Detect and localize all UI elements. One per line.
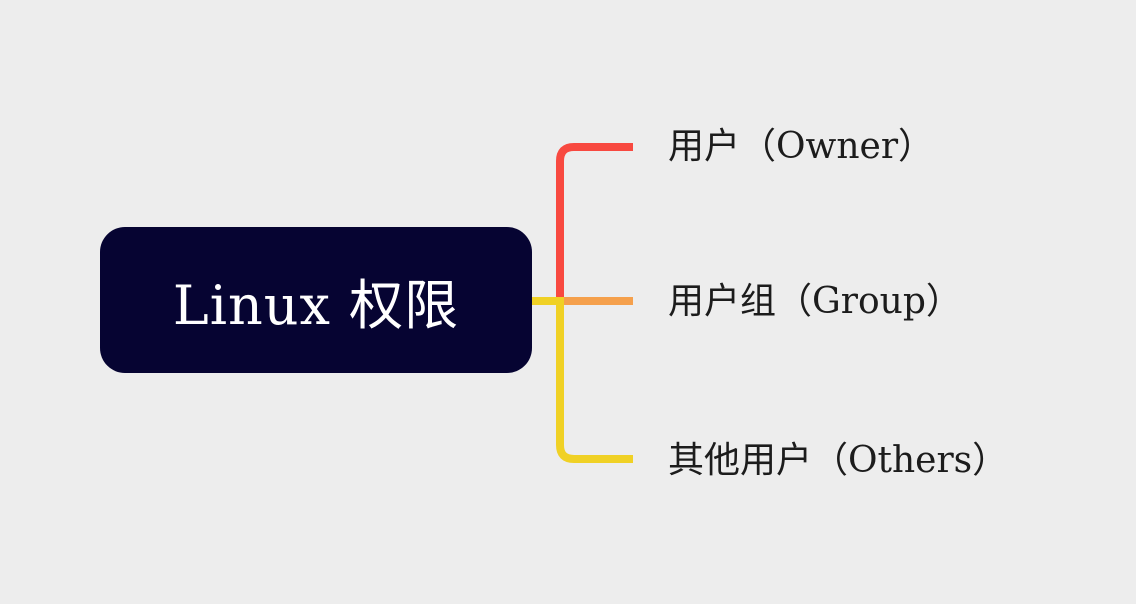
branch-label-group[interactable]: 用户组（Group） [668,281,962,322]
branch-line-others [532,297,633,463]
root-topic-node[interactable]: Linux 权限 [100,227,532,373]
branch-line-owner [556,143,633,303]
root-topic-label: Linux 权限 [172,273,460,337]
branch-label-owner[interactable]: 用户（Owner） [668,126,935,167]
branch-label-others[interactable]: 其他用户（Others） [668,440,1009,481]
